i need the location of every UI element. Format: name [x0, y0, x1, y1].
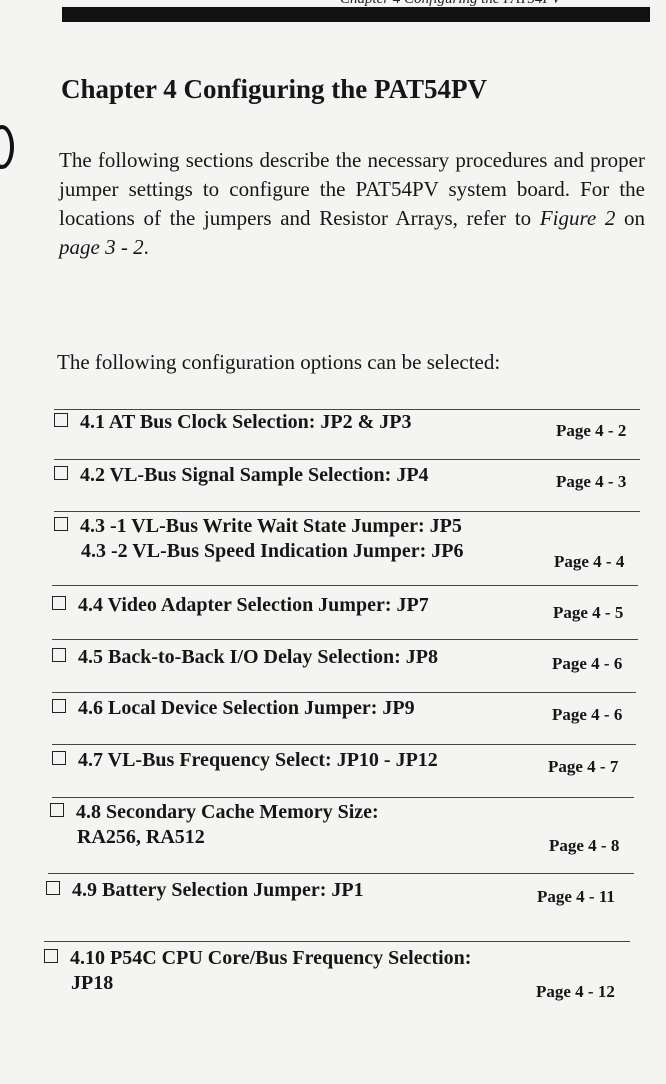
- option-label: 4.4 Video Adapter Selection Jumper: JP7: [78, 594, 429, 616]
- option-item: 4.10 P54C CPU Core/Bus Frequency Selecti…: [44, 946, 471, 996]
- option-label: 4.5 Back-to-Back I/O Delay Selection: JP…: [78, 646, 438, 668]
- checkbox-icon: [52, 699, 66, 713]
- option-page: Page 4 - 3: [556, 472, 627, 491]
- option-item: 4.2 VL-Bus Signal Sample Selection: JP4: [54, 463, 429, 488]
- divider: [52, 639, 638, 640]
- checkbox-icon: [54, 517, 68, 531]
- option-item: 4.5 Back-to-Back I/O Delay Selection: JP…: [52, 645, 438, 670]
- option-item: 4.4 Video Adapter Selection Jumper: JP7: [52, 593, 429, 618]
- option-page: Page 4 - 6: [552, 654, 623, 673]
- option-label: 4.3 -1 VL-Bus Write Wait State Jumper: J…: [80, 515, 462, 537]
- header-bar: [62, 7, 650, 22]
- intro-paragraph: The following sections describe the nece…: [59, 146, 645, 262]
- divider: [54, 459, 640, 460]
- checkbox-icon: [52, 596, 66, 610]
- divider: [52, 585, 638, 586]
- chapter-title: Chapter 4 Configuring the PAT54PV: [61, 74, 488, 104]
- figure-reference: Figure 2: [539, 206, 616, 230]
- option-label-line2: 4.3 -2 VL-Bus Speed Indication Jumper: J…: [81, 540, 464, 562]
- binding-hole-mark: [0, 125, 14, 169]
- option-page: Page 4 - 11: [537, 887, 615, 906]
- divider: [52, 744, 636, 745]
- option-label: 4.9 Battery Selection Jumper: JP1: [72, 879, 364, 901]
- checkbox-icon: [46, 881, 60, 895]
- option-label: 4.2 VL-Bus Signal Sample Selection: JP4: [80, 464, 429, 486]
- checkbox-icon: [50, 803, 64, 817]
- option-page: Page 4 - 5: [553, 603, 624, 622]
- option-page: Page 4 - 2: [556, 421, 627, 440]
- option-page: Page 4 - 7: [548, 757, 619, 776]
- checkbox-icon: [44, 949, 58, 963]
- option-label: 4.10 P54C CPU Core/Bus Frequency Selecti…: [70, 947, 472, 969]
- running-header: Chapter 4 Configuring the PAT54PV: [340, 0, 640, 8]
- divider: [48, 873, 634, 874]
- option-label: 4.7 VL-Bus Frequency Select: JP10 - JP12: [78, 749, 438, 771]
- option-item: 4.1 AT Bus Clock Selection: JP2 & JP3: [54, 410, 411, 435]
- option-item: 4.7 VL-Bus Frequency Select: JP10 - JP12: [52, 748, 438, 773]
- intro-text-mid: on: [615, 206, 645, 230]
- option-page: Page 4 - 8: [549, 836, 620, 855]
- checkbox-icon: [52, 751, 66, 765]
- option-page: Page 4 - 4: [554, 552, 625, 571]
- divider: [52, 797, 634, 798]
- option-item: 4.6 Local Device Selection Jumper: JP9: [52, 696, 415, 721]
- checkbox-icon: [52, 648, 66, 662]
- divider: [54, 511, 640, 512]
- option-page: Page 4 - 12: [536, 982, 615, 1001]
- intro-text-end: .: [143, 235, 149, 259]
- divider: [44, 941, 630, 942]
- options-lead: The following configuration options can …: [57, 350, 501, 374]
- option-label-line2: RA256, RA512: [77, 826, 205, 848]
- divider: [54, 409, 640, 410]
- page-reference: page 3 - 2: [59, 235, 144, 259]
- option-label: 4.1 AT Bus Clock Selection: JP2 & JP3: [80, 411, 412, 433]
- option-item: 4.8 Secondary Cache Memory Size: RA256, R…: [50, 800, 379, 850]
- option-label-line2: JP18: [71, 972, 114, 994]
- option-page: Page 4 - 6: [552, 705, 623, 724]
- intro-text: The following sections describe the nece…: [59, 148, 645, 230]
- option-label: 4.8 Secondary Cache Memory Size:: [76, 801, 379, 823]
- divider: [52, 692, 636, 693]
- option-item: 4.3 -1 VL-Bus Write Wait State Jumper: J…: [54, 514, 463, 564]
- option-label: 4.6 Local Device Selection Jumper: JP9: [78, 697, 415, 719]
- option-item: 4.9 Battery Selection Jumper: JP1: [46, 878, 364, 903]
- checkbox-icon: [54, 466, 68, 480]
- checkbox-icon: [54, 413, 68, 427]
